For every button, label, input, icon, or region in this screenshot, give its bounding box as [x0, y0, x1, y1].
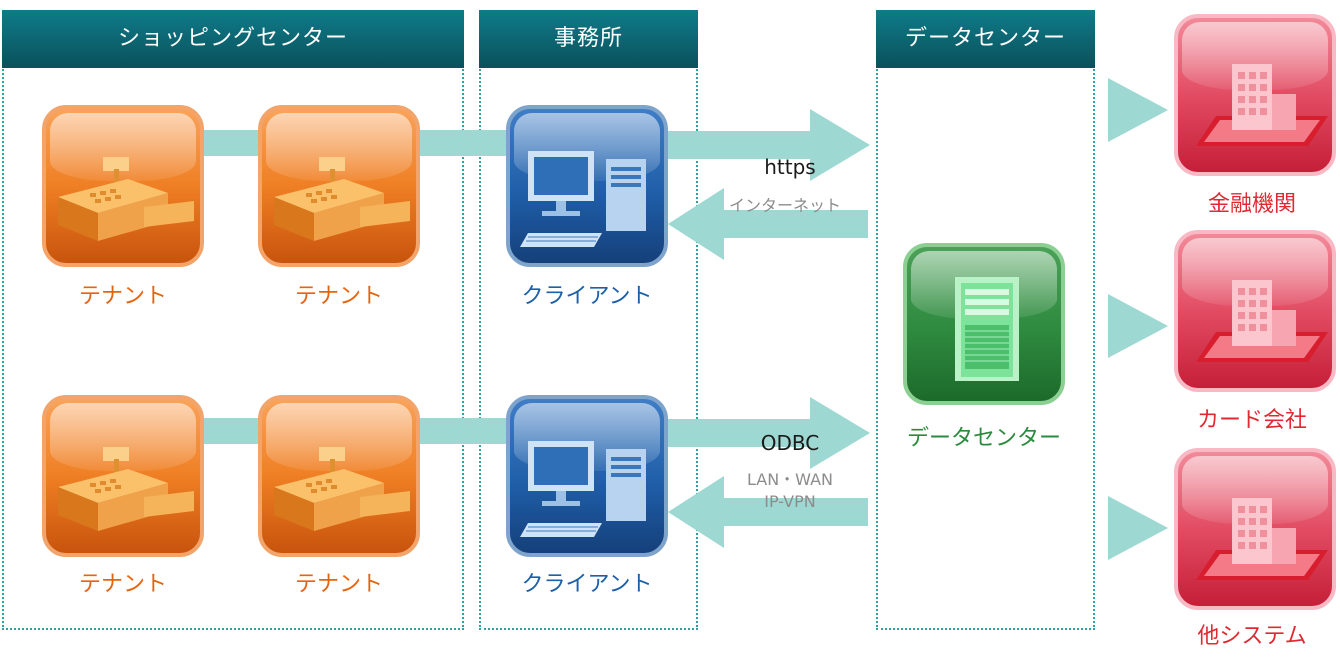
- data-center-header: データセンター: [876, 10, 1095, 68]
- tenant-label-2: テナント: [294, 284, 383, 309]
- tenant-tile-1: [42, 105, 204, 267]
- card-company-tile: [1174, 230, 1336, 392]
- arrow-to-financial: [1108, 78, 1168, 142]
- cash-register-icon: [58, 157, 194, 241]
- cash-register-icon: [274, 157, 410, 241]
- top-protocol-label: https: [764, 155, 816, 179]
- cash-register-icon: [274, 447, 410, 531]
- desktop-computer-icon: [520, 441, 646, 537]
- financial-label: 金融機関: [1207, 192, 1296, 217]
- client-tile-bottom: [506, 395, 668, 557]
- tenant-label-1: テナント: [78, 284, 167, 309]
- arrow-to-card: [1108, 294, 1168, 358]
- arrow-to-client-bottom: [668, 476, 868, 548]
- shopping-center-section: ショッピングセンター: [2, 10, 464, 630]
- bottom-network-label-2: IP-VPN: [764, 492, 816, 511]
- other-system-label: 他システム: [1197, 624, 1307, 649]
- client-label-bottom: クライアント: [521, 572, 653, 597]
- tenant-label-3: テナント: [78, 572, 167, 597]
- data-center-label: データセンター: [906, 426, 1061, 451]
- cash-register-icon: [58, 447, 194, 531]
- arrow-to-other: [1108, 496, 1168, 560]
- client-tile-top: [506, 105, 668, 267]
- server-tower-icon: [955, 277, 1019, 381]
- arrow-to-client-top: [668, 188, 868, 260]
- client-label-top: クライアント: [521, 284, 653, 309]
- data-center-tile: [903, 243, 1065, 405]
- desktop-computer-icon: [520, 151, 646, 247]
- shopping-center-header: ショッピングセンター: [2, 10, 464, 68]
- building-icon: [1196, 498, 1328, 580]
- data-center-section: データセンター: [876, 10, 1095, 630]
- building-icon: [1196, 64, 1328, 146]
- top-network-label: インターネット: [728, 196, 841, 215]
- office-header: 事務所: [479, 10, 698, 68]
- tenant-tile-4: [258, 395, 420, 557]
- tenant-label-4: テナント: [294, 572, 383, 597]
- other-system-tile: [1174, 448, 1336, 610]
- card-company-label: カード会社: [1196, 408, 1307, 433]
- tenant-tile-2: [258, 105, 420, 267]
- arrow-to-datacenter-top: [660, 109, 870, 181]
- arrow-to-datacenter-bottom: [660, 397, 870, 469]
- building-icon: [1196, 280, 1328, 362]
- office-section: 事務所: [479, 10, 698, 630]
- tenant-tile-3: [42, 395, 204, 557]
- financial-tile: [1174, 14, 1336, 176]
- bottom-protocol-label: ODBC: [760, 431, 820, 455]
- bottom-network-label-1: LAN・WAN: [746, 470, 834, 489]
